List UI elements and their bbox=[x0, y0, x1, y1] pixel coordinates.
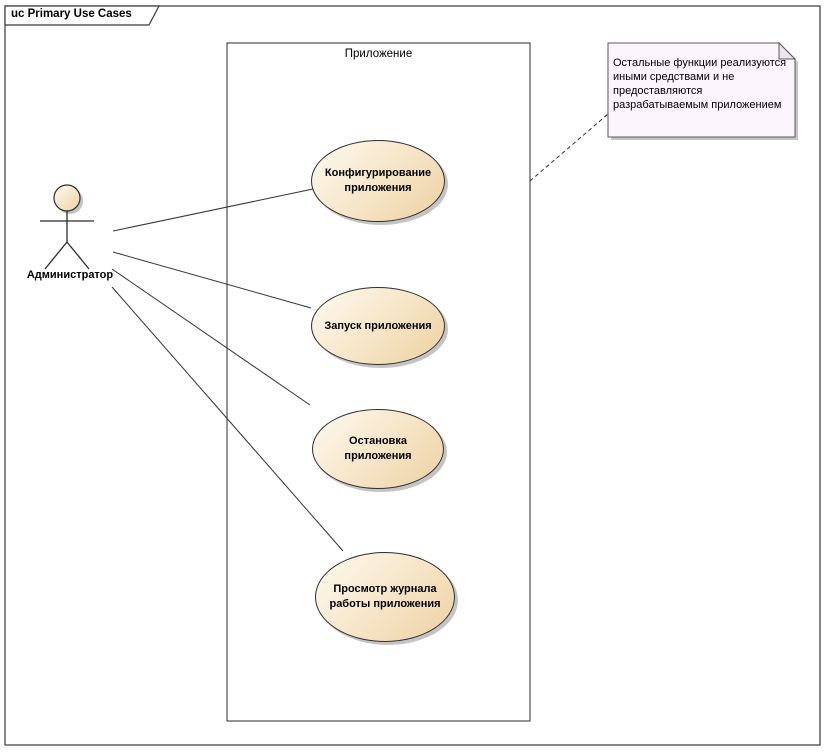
actor-head bbox=[53, 184, 81, 212]
frame-border bbox=[4, 5, 821, 746]
usecase-label: Запуск приложения bbox=[324, 319, 432, 332]
association-line-configure[interactable] bbox=[112, 188, 314, 232]
usecase-view-application-log[interactable]: Просмотр журнала работы приложения bbox=[315, 552, 455, 642]
note-attachment-dashed-line[interactable] bbox=[529, 113, 609, 182]
usecase-label: Просмотр журнала работы приложения bbox=[329, 583, 441, 610]
usecase-stop-application[interactable]: Остановка приложения bbox=[312, 409, 444, 489]
actor-right-leg bbox=[66, 241, 90, 270]
note-fold-corner-icon bbox=[778, 41, 797, 60]
association-line-viewlog[interactable] bbox=[111, 286, 344, 552]
actor-left-leg bbox=[44, 241, 68, 270]
note-text: Остальные функции реализуются иными сред… bbox=[613, 57, 787, 111]
association-line-start[interactable] bbox=[112, 251, 312, 309]
actor-figure[interactable] bbox=[40, 184, 94, 270]
usecase-start-application[interactable]: Запуск приложения bbox=[311, 287, 445, 365]
frame-title: uc Primary Use Cases bbox=[11, 8, 132, 20]
frame-title-tab bbox=[4, 5, 160, 26]
actor-label: Администратор bbox=[26, 269, 114, 281]
usecase-configure-application[interactable]: Конфигурирование приложения bbox=[311, 140, 445, 222]
note-shape[interactable] bbox=[607, 42, 796, 138]
usecase-label: Конфигурирование приложения bbox=[324, 167, 432, 194]
system-boundary-label: Приложение bbox=[344, 48, 413, 60]
association-line-stop[interactable] bbox=[111, 268, 311, 406]
usecase-label: Остановка приложения bbox=[344, 435, 412, 462]
